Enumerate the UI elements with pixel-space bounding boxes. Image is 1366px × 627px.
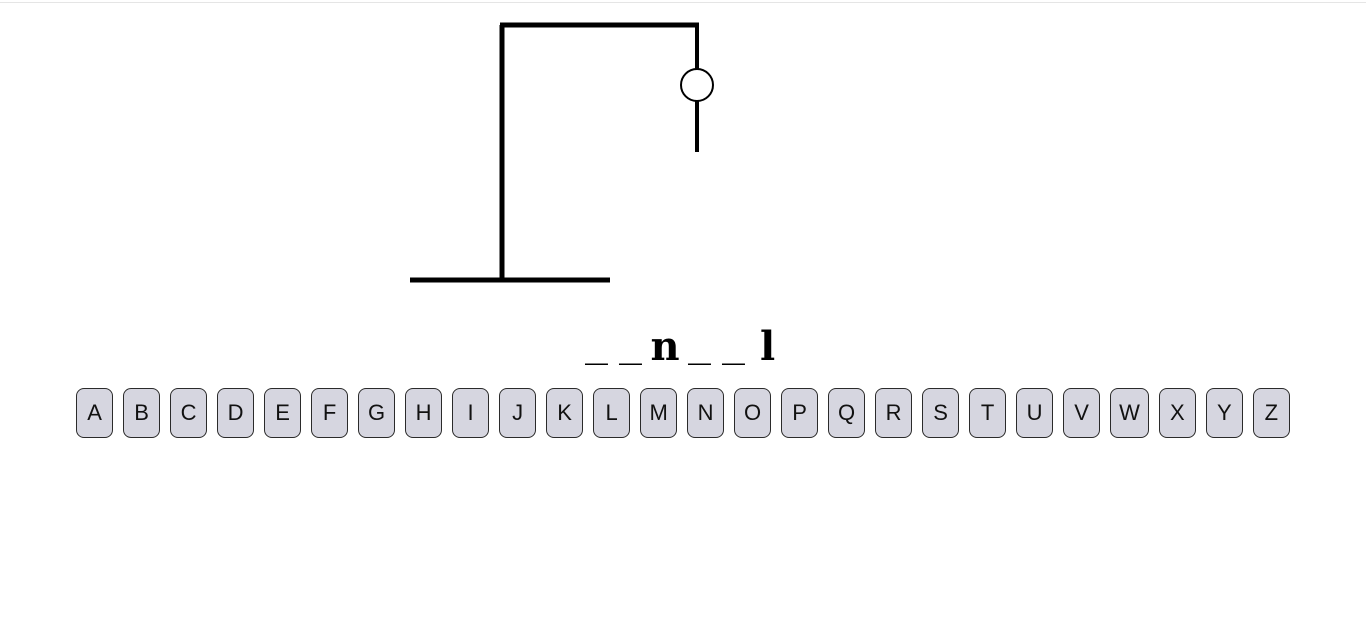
letter-key-p[interactable]: P — [781, 388, 819, 438]
word-revealed-letter: n — [650, 323, 680, 370]
letter-key-s[interactable]: S — [922, 388, 960, 438]
letter-key-f[interactable]: F — [311, 388, 349, 438]
letter-key-w[interactable]: W — [1110, 388, 1149, 438]
letter-key-e[interactable]: E — [264, 388, 302, 438]
letter-key-m[interactable]: M — [640, 388, 678, 438]
word-letters: __n__l — [579, 324, 784, 370]
letter-key-k[interactable]: K — [546, 388, 584, 438]
top-divider — [0, 2, 1366, 3]
word-blank-slot: _ — [585, 325, 608, 369]
letter-key-q[interactable]: Q — [828, 388, 866, 438]
letter-key-t[interactable]: T — [969, 388, 1007, 438]
hangman-drawing — [410, 22, 714, 283]
word-display: __n__l — [0, 318, 1366, 370]
letter-key-r[interactable]: R — [875, 388, 913, 438]
letter-key-x[interactable]: X — [1158, 388, 1196, 438]
hangman-head — [680, 68, 714, 102]
letter-key-g[interactable]: G — [358, 388, 396, 438]
word-blank-slot: _ — [619, 325, 642, 369]
letter-key-h[interactable]: H — [405, 388, 443, 438]
word-blank-slot: _ — [688, 325, 711, 369]
letter-key-v[interactable]: V — [1063, 388, 1101, 438]
letter-key-z[interactable]: Z — [1252, 388, 1290, 438]
letter-key-o[interactable]: O — [734, 388, 772, 438]
letter-key-n[interactable]: N — [687, 388, 725, 438]
letter-key-c[interactable]: C — [170, 388, 208, 438]
letter-key-y[interactable]: Y — [1205, 388, 1243, 438]
letter-key-j[interactable]: J — [499, 388, 537, 438]
word-blank-slot: _ — [722, 325, 745, 369]
letter-key-a[interactable]: A — [76, 388, 114, 438]
letter-key-b[interactable]: B — [123, 388, 161, 438]
word-revealed-letter: l — [759, 323, 776, 370]
letter-key-l[interactable]: L — [593, 388, 631, 438]
letter-key-u[interactable]: U — [1016, 388, 1054, 438]
letter-key-d[interactable]: D — [217, 388, 255, 438]
letter-key-i[interactable]: I — [452, 388, 490, 438]
